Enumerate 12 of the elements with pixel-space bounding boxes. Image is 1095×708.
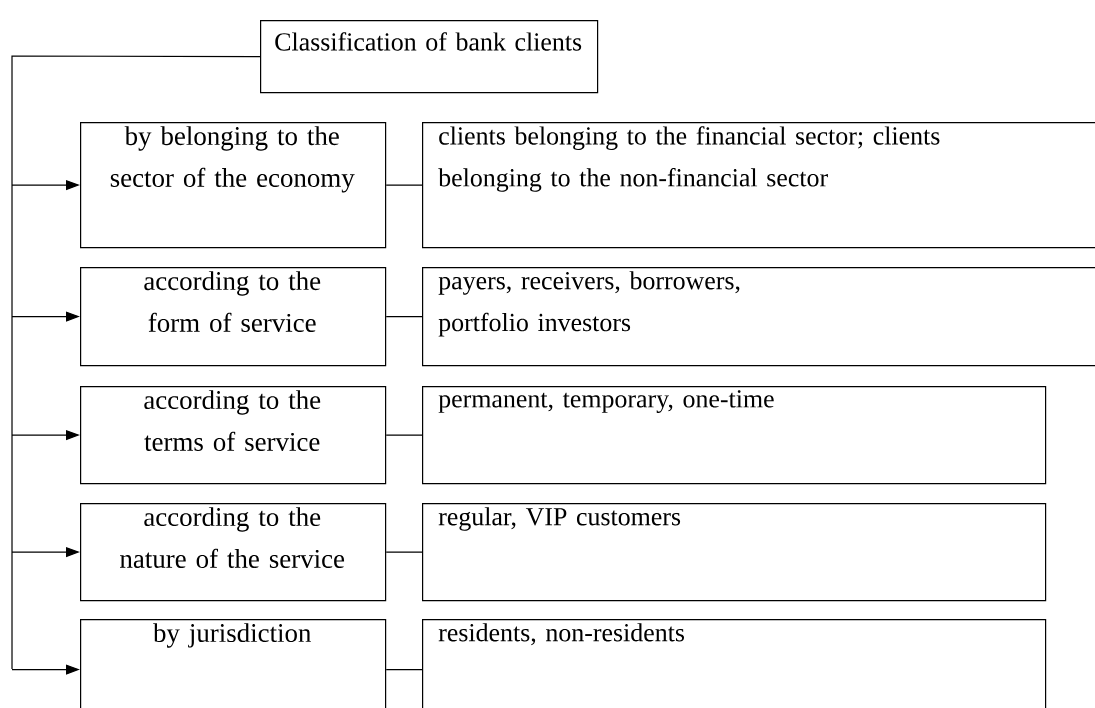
description-box: residents, non-residents [422,619,1047,708]
description-box: permanent, temporary, one-time [422,386,1047,485]
description-box: regular, VIP customers [422,503,1047,602]
category-box: by jurisdiction [80,619,387,708]
category-box: according to the form of service [80,267,387,367]
description-box: payers, receivers, borrowers, portfolio investors [422,267,1095,367]
category-box: according to the nature of the service [80,503,387,602]
category-box: according to the terms of service [80,386,387,485]
title-box: Classification of bank clients [260,20,599,94]
connector-line [11,55,261,670]
description-box: clients belonging to the financial sector; clients belonging to the non-financial sector [422,122,1095,249]
category-box: by belonging to the sector of the economy [80,122,387,249]
